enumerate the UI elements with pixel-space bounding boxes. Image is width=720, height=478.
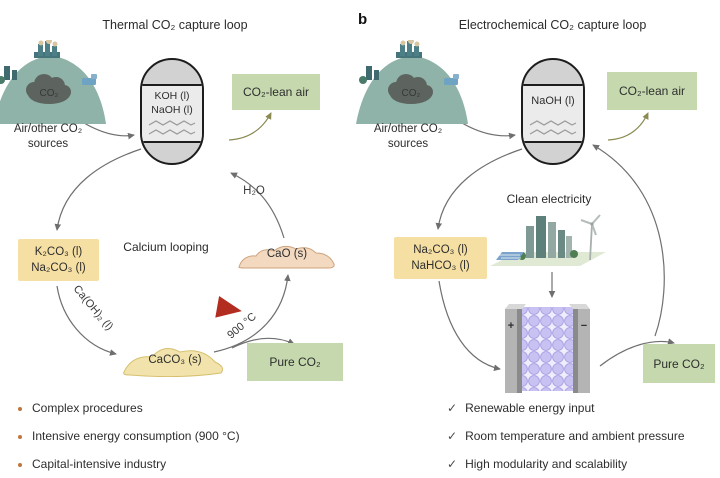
carbonate-box-b-line2: NaHCO₃ (l) xyxy=(411,260,470,272)
arrow-source-to-vessel-b xyxy=(461,122,516,140)
liquid-waves-icon xyxy=(148,120,196,135)
water-arrow-label: H₂O xyxy=(243,185,265,197)
arrow-carbonate-to-caco3 xyxy=(56,285,117,356)
pure-co2-label-b: Pure CO₂ xyxy=(653,356,705,371)
drawback-text: Complex procedures xyxy=(32,401,143,415)
co2-cloud-a xyxy=(26,74,71,104)
benefit-text: Renewable energy input xyxy=(465,401,595,415)
absorber-vessel-b: NaOH (l) xyxy=(521,58,585,165)
check-icon: ✓ xyxy=(447,457,458,471)
drawback-text: Capital-intensive industry xyxy=(32,457,167,471)
benefit-item: ✓ Room temperature and ambient pressure xyxy=(447,429,717,443)
arrow-vessel-to-leanair-b xyxy=(607,112,649,141)
lean-air-label-b: CO₂-lean air xyxy=(618,84,685,98)
panel-b-marker: b xyxy=(358,11,368,28)
source-label-b-line2: sources xyxy=(387,137,429,150)
carbonate-box-b: Na₂CO₃ (l) NaHCO₃ (l) xyxy=(394,237,487,279)
drawback-item: Capital-intensive industry xyxy=(18,457,318,471)
arrow-vessel-to-carbonate-a xyxy=(54,148,142,231)
bullet-icon xyxy=(18,463,22,467)
co2-cloud-b xyxy=(388,74,433,104)
caco3-mound: CaCO₃ (s) xyxy=(120,339,230,378)
source-label-a-line1: Air/other CO₂ xyxy=(13,123,83,135)
vessel-shell-a: KOH (l) NaOH (l) xyxy=(140,58,204,165)
cathode-plate xyxy=(569,304,590,393)
source-label-a: Air/other CO₂ sources xyxy=(0,122,100,152)
pure-co2-box-a: Pure CO₂ xyxy=(247,343,343,381)
cathode-label: − xyxy=(581,320,587,332)
absorber-vessel-a: KOH (l) NaOH (l) xyxy=(140,58,204,165)
benefit-text: High modularity and scalability xyxy=(465,457,628,471)
source-label-b: Air/other CO₂ sources xyxy=(356,122,460,152)
heat-triangle-icon xyxy=(215,295,244,323)
benefit-item: ✓ High modularity and scalability xyxy=(447,457,717,471)
carbonate-box-b-line1: Na₂CO₃ (l) xyxy=(413,243,468,256)
arrow-vessel-to-carbonate-b xyxy=(435,148,523,230)
arrow-cell-to-pureco2-b xyxy=(599,338,675,367)
arrow-source-to-vessel-a xyxy=(83,122,135,140)
calcium-looping-label: Calcium looping xyxy=(123,240,209,254)
panel-a-title: Thermal CO₂ capture loop xyxy=(102,18,248,32)
benefit-item: ✓ Renewable energy input xyxy=(447,401,717,415)
arrow-cao-to-vessel xyxy=(230,172,285,239)
clean-electricity-label: Clean electricity xyxy=(506,192,592,206)
anode-plate xyxy=(505,304,526,393)
arrow-caco3-to-pureco2-a xyxy=(231,337,295,349)
pure-co2-box-b: Pure CO₂ xyxy=(643,344,715,383)
benefit-text: Room temperature and ambient pressure xyxy=(465,429,685,443)
drawback-text: Intensive energy consumption (900 °C) xyxy=(32,429,240,443)
source-label-a-line2: sources xyxy=(27,137,69,150)
vessel-a-line1: KOH (l) xyxy=(154,90,190,102)
check-icon: ✓ xyxy=(447,401,458,415)
carbonate-box-a-line1: K₂CO₃ (l) xyxy=(34,245,83,258)
benefits-list: ✓ Renewable energy input ✓ Room temperat… xyxy=(447,401,717,478)
arrow-vessel-to-leanair-a xyxy=(228,112,272,141)
co2-cloud-label-b: CO₂ xyxy=(402,88,421,99)
drawback-item: Complex procedures xyxy=(18,401,318,415)
carbonate-box-a-line2: Na₂CO₃ (l) xyxy=(31,262,86,274)
drawbacks-list: Complex procedures Intensive energy cons… xyxy=(18,401,318,478)
bullet-icon xyxy=(18,435,22,439)
vessel-solution-a: KOH (l) NaOH (l) xyxy=(142,84,202,143)
lean-air-box-b: CO₂-lean air xyxy=(607,72,697,110)
cao-label: CaO (s) xyxy=(266,248,308,260)
co2-cloud-label-a: CO₂ xyxy=(40,88,59,99)
bullet-icon xyxy=(18,407,22,411)
electrochemical-cell: + − xyxy=(505,304,590,393)
clean-electricity-illustration xyxy=(490,214,606,266)
cao-mound-shape xyxy=(238,245,335,269)
carbonate-box-a: K₂CO₃ (l) Na₂CO₃ (l) xyxy=(18,239,99,281)
lean-air-box-a: CO₂-lean air xyxy=(232,74,320,110)
drawback-item: Intensive energy consumption (900 °C) xyxy=(18,429,318,443)
caco3-mound-shape xyxy=(123,347,223,378)
arrow-caco3-to-cao xyxy=(213,274,291,353)
check-icon: ✓ xyxy=(447,429,458,443)
arrow-cell-to-vessel-return xyxy=(592,144,665,337)
vessel-shell-b: NaOH (l) xyxy=(521,58,585,165)
cao-mound: CaO (s) xyxy=(236,240,338,270)
lean-air-label-a: CO₂-lean air xyxy=(242,85,309,99)
emission-sources-illustration-a: CO₂ xyxy=(0,40,106,124)
vessel-solution-b: NaOH (l) xyxy=(523,84,583,143)
caco3-label: CaCO₃ (s) xyxy=(148,354,202,366)
liquid-waves-icon xyxy=(529,120,577,135)
panel-b-title: Electrochemical CO₂ capture loop xyxy=(458,18,647,32)
anode-label: + xyxy=(508,320,514,332)
emission-sources-illustration-b: CO₂ xyxy=(356,40,468,124)
wind-turbine-icon xyxy=(580,214,601,261)
arrow-carbonate-to-cell xyxy=(438,280,501,371)
source-label-b-line1: Air/other CO₂ xyxy=(373,123,443,135)
vessel-a-line2: NaOH (l) xyxy=(151,104,193,117)
vessel-b-line1: NaOH (l) xyxy=(531,95,575,107)
pure-co2-label-a: Pure CO₂ xyxy=(269,355,321,369)
